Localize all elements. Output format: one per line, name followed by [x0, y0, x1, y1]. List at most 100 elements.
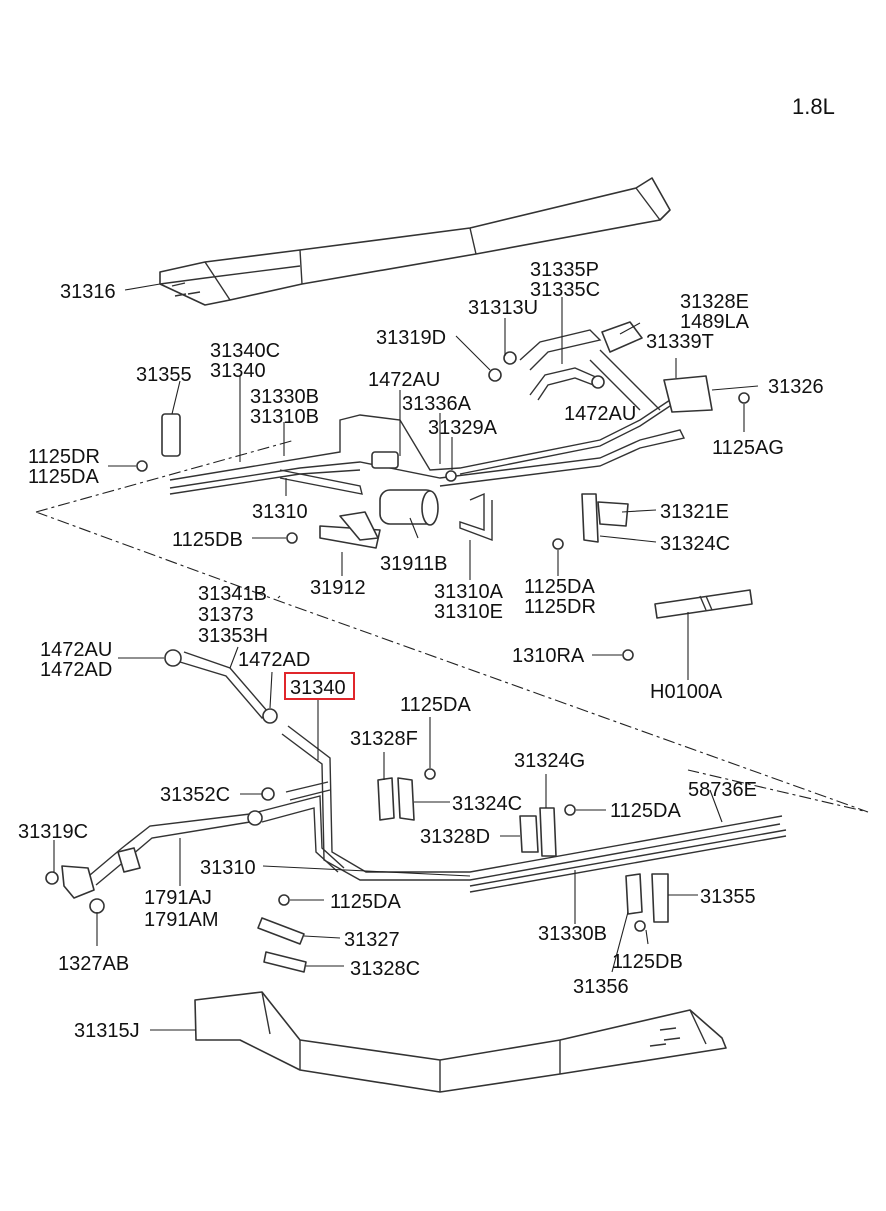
- label-31340-upper[interactable]: 31340: [210, 360, 266, 382]
- label-1125DA-b[interactable]: 1125DA: [610, 800, 681, 822]
- label-31310E[interactable]: 31310E: [434, 601, 503, 623]
- hose-clamp-1472AU-top: [591, 375, 605, 389]
- label-1310RA[interactable]: 1310RA: [512, 645, 585, 667]
- fitting-lower: [247, 810, 263, 826]
- bracket-31355-lower: [651, 873, 669, 923]
- label-1791AM[interactable]: 1791AM: [144, 909, 219, 931]
- bolt-1125DA-b: [564, 804, 576, 816]
- upper-fuel-pipes: [169, 329, 686, 542]
- clamp-31321E: [581, 493, 599, 543]
- upper-frame-rail: [159, 177, 671, 306]
- hose-clamp-31329A: [445, 470, 457, 482]
- label-31330B-lower[interactable]: 31330B: [538, 923, 607, 945]
- bolt-1125DB-lower: [634, 920, 646, 932]
- coupler-1791AJ: [117, 847, 141, 873]
- label-1472AU-top[interactable]: 1472AU: [368, 369, 440, 391]
- label-31352C[interactable]: 31352C: [160, 784, 230, 806]
- label-1125DR-mid[interactable]: 1125DR: [524, 596, 596, 618]
- label-31326[interactable]: 31326: [768, 376, 824, 398]
- label-31315J[interactable]: 31315J: [74, 1020, 140, 1042]
- label-1472AD-right[interactable]: 1472AD: [238, 649, 310, 671]
- label-31356[interactable]: 31356: [573, 976, 629, 998]
- label-1125DA-c[interactable]: 1125DA: [330, 891, 401, 913]
- label-31353H[interactable]: 31353H: [198, 625, 268, 647]
- clip-31328E: [601, 321, 643, 353]
- label-31355-lower[interactable]: 31355: [700, 886, 756, 908]
- label-31321E[interactable]: 31321E: [660, 501, 729, 523]
- filter-bracket: [319, 511, 381, 549]
- label-31324G[interactable]: 31324G: [514, 750, 585, 772]
- label-31310-lower[interactable]: 31310: [200, 857, 256, 879]
- label-31313U[interactable]: 31313U: [468, 297, 538, 319]
- lower-frame-rail: [194, 991, 727, 1093]
- clip-31327: [257, 917, 305, 945]
- clamp-31356: [625, 873, 643, 915]
- label-1327AB[interactable]: 1327AB: [58, 953, 129, 975]
- label-31328E[interactable]: 31328E: [680, 291, 749, 313]
- label-31911B[interactable]: 31911B: [380, 553, 447, 575]
- label-31310B[interactable]: 31310B: [250, 406, 319, 428]
- label-58736E[interactable]: 58736E: [688, 779, 757, 801]
- hose-clamp-31319D: [488, 368, 502, 382]
- label-31319D[interactable]: 31319D: [376, 327, 446, 349]
- hose-clamp-31313U: [503, 351, 517, 365]
- bracket-31355: [161, 413, 181, 457]
- highlight-box-31340: [284, 672, 355, 700]
- label-1472AU-lower[interactable]: 1472AU: [40, 639, 112, 661]
- hose-connector: [61, 865, 95, 899]
- label-31341B[interactable]: 31341B: [198, 583, 267, 605]
- label-31912[interactable]: 31912: [310, 577, 366, 599]
- label-31319C[interactable]: 31319C: [18, 821, 88, 843]
- clamp-31324G: [539, 807, 557, 857]
- label-1125DA-mid[interactable]: 1125DA: [524, 576, 595, 598]
- label-31335P[interactable]: 31335P: [530, 259, 599, 281]
- label-31340C[interactable]: 31340C: [210, 340, 280, 362]
- clamp-31339T: [663, 375, 713, 413]
- pipe-fitting: [371, 451, 399, 469]
- label-31373[interactable]: 31373: [198, 604, 254, 626]
- label-31310-upper[interactable]: 31310: [252, 501, 308, 523]
- label-31335C[interactable]: 31335C: [530, 279, 600, 301]
- engine-label: 1.8L: [792, 94, 835, 119]
- label-1125DA-upper[interactable]: 1125DA: [28, 466, 99, 488]
- bolt-1125DR-top: [136, 460, 148, 472]
- fuel-filter: [379, 489, 439, 526]
- label-1125DB-lower[interactable]: 1125DB: [612, 951, 683, 973]
- bolt-1125DA-a: [424, 768, 436, 780]
- label-31336A[interactable]: 31336A: [402, 393, 472, 415]
- label-31328C[interactable]: 31328C: [350, 958, 420, 980]
- hose-clamp-31319C: [45, 871, 59, 885]
- label-H0100A[interactable]: H0100A: [650, 681, 723, 703]
- bolt-1125DB-top: [286, 532, 298, 544]
- bolt-1125DA-mid: [552, 538, 564, 550]
- label-1125DR-upper[interactable]: 1125DR: [28, 446, 100, 468]
- bolt-1125DA-c: [278, 894, 290, 906]
- bolt-1125AG: [738, 392, 750, 404]
- label-31328D[interactable]: 31328D: [420, 826, 490, 848]
- label-1791AJ[interactable]: 1791AJ: [144, 887, 212, 909]
- label-31339T[interactable]: 31339T: [646, 331, 714, 353]
- label-31327[interactable]: 31327: [344, 929, 400, 951]
- label-1125DB-upper[interactable]: 1125DB: [172, 529, 243, 551]
- label-31324C-lower[interactable]: 31324C: [452, 793, 522, 815]
- label-31328F[interactable]: 31328F: [350, 728, 418, 750]
- label-1125AG[interactable]: 1125AG: [712, 437, 784, 459]
- label-31324C-upper[interactable]: 31324C: [660, 533, 730, 555]
- label-31310A[interactable]: 31310A: [434, 581, 504, 603]
- label-31316[interactable]: 31316: [60, 281, 116, 303]
- label-1472AD-left[interactable]: 1472AD: [40, 659, 112, 681]
- label-31340-highlighted[interactable]: 31340: [290, 677, 346, 699]
- leader-lines: [53, 283, 759, 1031]
- label-31330B-upper[interactable]: 31330B: [250, 386, 319, 408]
- clamp-31324C-lower: [397, 777, 415, 821]
- label-31329A[interactable]: 31329A: [428, 417, 498, 439]
- clip-31321E: [597, 501, 629, 527]
- label-1472AU-mid[interactable]: 1472AU: [564, 403, 636, 425]
- hose-clamp-1472AD-lower: [262, 708, 278, 724]
- label-1125DA-a[interactable]: 1125DA: [400, 694, 471, 716]
- section-boundary: [35, 439, 869, 813]
- clip-31328F: [377, 777, 395, 821]
- label-1489LA[interactable]: 1489LA: [680, 311, 750, 333]
- label-31355-upper[interactable]: 31355: [136, 364, 192, 386]
